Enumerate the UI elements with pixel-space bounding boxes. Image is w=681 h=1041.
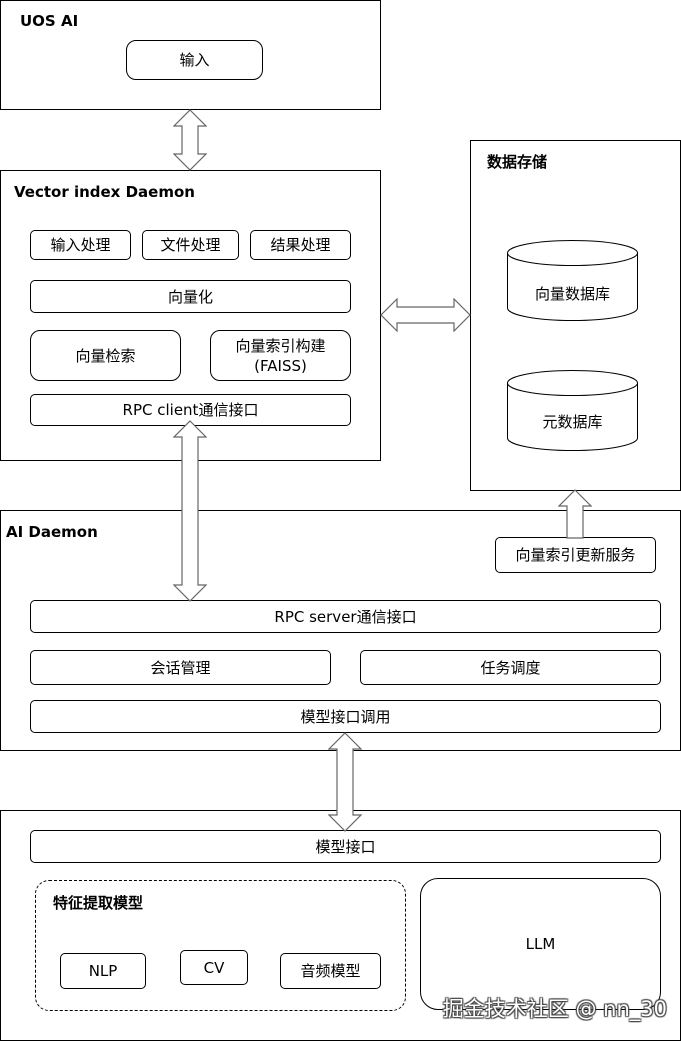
model-interface-call-box: 模型接口调用 [30, 700, 661, 733]
input-processing-box: 输入处理 [30, 230, 131, 260]
vector-storage-arrow [380, 298, 471, 332]
vectorize-box: 向量化 [30, 280, 351, 313]
nlp-box: NLP [60, 953, 146, 989]
cv-box: CV [180, 950, 248, 985]
vector-index-build-label: 向量索引构建 [235, 336, 326, 355]
vector-index-build-faiss-label: (FAISS) [254, 356, 307, 375]
metadata-database-cylinder [507, 370, 638, 451]
input-box: 输入 [126, 40, 263, 80]
model-interface-box: 模型接口 [30, 830, 661, 863]
vector-database-label: 向量数据库 [534, 285, 610, 303]
vector-search-box: 向量检索 [30, 330, 181, 381]
feature-extraction-title: 特征提取模型 [53, 894, 144, 912]
session-management-box: 会话管理 [30, 650, 331, 685]
task-scheduling-box: 任务调度 [360, 650, 661, 685]
file-processing-box: 文件处理 [142, 230, 239, 260]
index-update-storage-arrow [558, 489, 592, 539]
model-call-interface-arrow [328, 732, 362, 832]
vector-index-build-box: 向量索引构建 (FAISS) [210, 330, 351, 381]
uos-ai-title: UOS AI [20, 12, 79, 30]
result-processing-box: 结果处理 [250, 230, 351, 260]
index-update-service-box: 向量索引更新服务 [495, 537, 656, 573]
vector-database-cylinder [507, 240, 638, 321]
watermark: 掘金技术社区 @ nn_30 [442, 997, 667, 1021]
llm-box: LLM [420, 878, 661, 1010]
uos-vector-arrow [173, 109, 207, 171]
ai-daemon-title: AI Daemon [6, 523, 98, 541]
rpc-server-box: RPC server通信接口 [30, 600, 661, 633]
data-storage-title: 数据存储 [487, 153, 548, 171]
vector-index-daemon-title: Vector index Daemon [14, 183, 195, 201]
metadata-database-label: 元数据库 [542, 413, 603, 431]
llm-label: LLM [525, 935, 556, 953]
rpc-client-server-arrow [173, 420, 207, 602]
feature-extraction-group [35, 880, 406, 1011]
audio-model-box: 音频模型 [280, 953, 381, 989]
